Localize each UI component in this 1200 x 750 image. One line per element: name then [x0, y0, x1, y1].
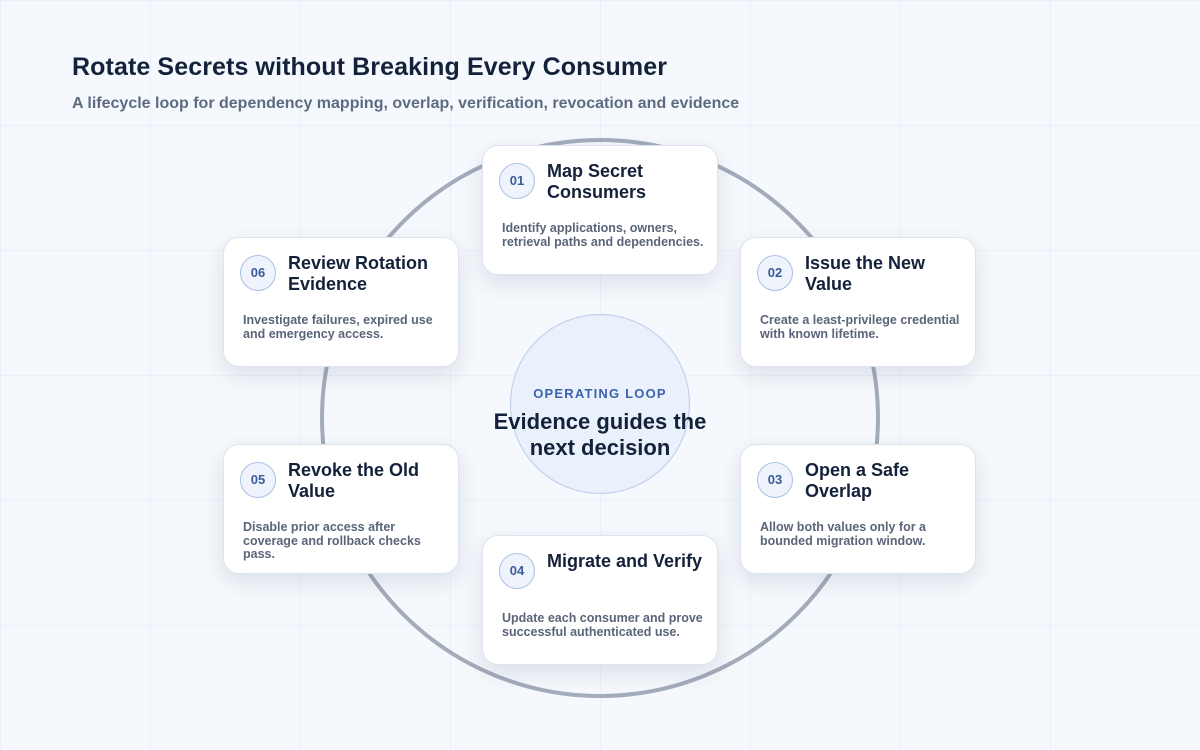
- step-description: Update each consumer and prove successfu…: [502, 611, 703, 639]
- step-number-badge: 01: [499, 163, 535, 199]
- step-description: Investigate failures, expired use and em…: [243, 313, 433, 341]
- operating-loop-hub: OPERATING LOOP Evidence guides the next …: [494, 314, 706, 494]
- loop-ring-circle: [320, 138, 880, 698]
- step-title: Open a Safe Overlap: [805, 460, 910, 501]
- hub-heading: Evidence guides the next decision: [493, 409, 707, 460]
- step-title: Review Rotation Evidence: [288, 253, 429, 294]
- step-number-badge: 04: [499, 553, 535, 589]
- step-description: Disable prior access after coverage and …: [243, 520, 421, 561]
- step-card-revoke-old-value: 05 Revoke the Old Value Disable prior ac…: [223, 444, 459, 574]
- step-card-map-secret-consumers: 01 Map Secret Consumers Identify applica…: [482, 145, 718, 275]
- step-card-open-safe-overlap: 03 Open a Safe Overlap Allow both values…: [740, 444, 976, 574]
- step-title: Migrate and Verify: [547, 551, 703, 571]
- step-description: Allow both values only for a bounded mig…: [760, 520, 926, 548]
- step-description: Create a least-privilege credential with…: [760, 313, 960, 341]
- step-number-badge: 03: [757, 462, 793, 498]
- step-title: Issue the New Value: [805, 253, 926, 294]
- step-card-migrate-and-verify: 04 Migrate and Verify Update each consum…: [482, 535, 718, 665]
- page-title: Rotate Secrets without Breaking Every Co…: [72, 53, 668, 81]
- step-card-review-rotation-evidence: 06 Review Rotation Evidence Investigate …: [223, 237, 459, 367]
- step-number-badge: 06: [240, 255, 276, 291]
- page-subtitle: A lifecycle loop for dependency mapping,…: [72, 95, 740, 112]
- step-number-badge: 02: [757, 255, 793, 291]
- step-title: Map Secret Consumers: [547, 161, 647, 202]
- step-title: Revoke the Old Value: [288, 460, 420, 501]
- step-description: Identify applications, owners, retrieval…: [502, 221, 704, 249]
- hub-kicker: OPERATING LOOP: [533, 386, 667, 401]
- step-number-badge: 05: [240, 462, 276, 498]
- step-card-issue-new-value: 02 Issue the New Value Create a least-pr…: [740, 237, 976, 367]
